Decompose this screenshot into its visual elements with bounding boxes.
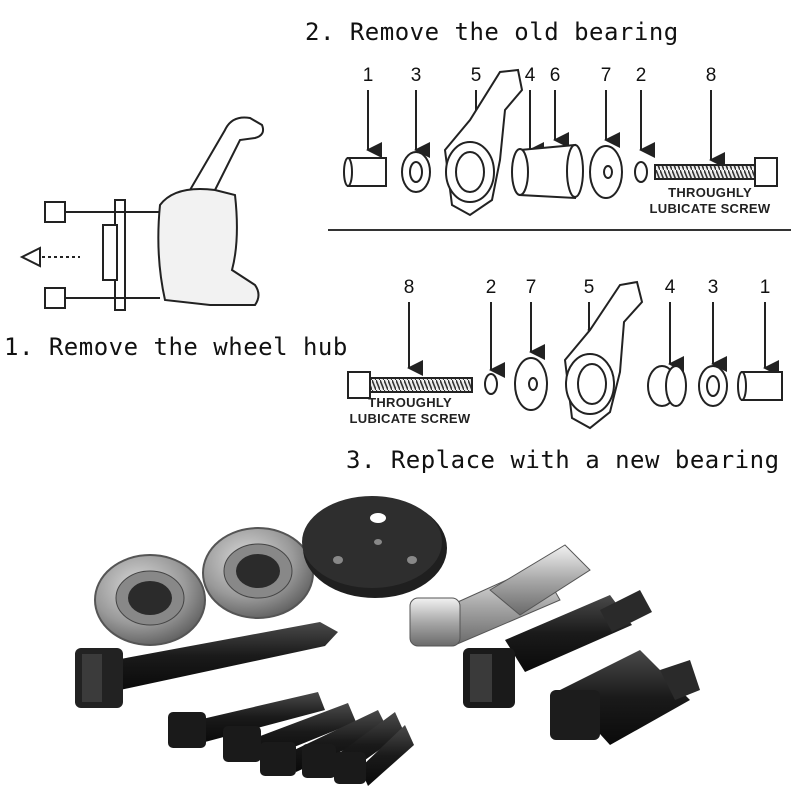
top-label-6: 6 — [549, 65, 561, 86]
long-threaded-rod — [75, 622, 338, 708]
bearing-right — [202, 527, 314, 619]
silver-bolt-assembly — [409, 544, 591, 647]
top-label-1: 1 — [362, 65, 374, 86]
bottom-label-3: 3 — [707, 277, 719, 298]
black-forcing-screw — [463, 590, 652, 708]
top-label-7: 7 — [600, 65, 612, 86]
bottom-label-2: 2 — [485, 277, 497, 298]
puller-plate — [302, 496, 447, 598]
step2-caption: 2. Remove the old bearing — [305, 18, 679, 46]
bottom-screw-note: THROUGHLY LUBICATE SCREW — [340, 395, 480, 427]
top-label-4: 4 — [524, 65, 536, 86]
top-screw-note-line1: THROUGHLY — [668, 185, 752, 200]
top-label-3: 3 — [410, 65, 422, 86]
section-divider — [328, 229, 791, 231]
bottom-label-8: 8 — [403, 277, 415, 298]
step3-caption: 3. Replace with a new bearing — [346, 446, 780, 474]
bearing-left — [94, 554, 206, 646]
top-screw-note-line2: LUBICATE SCREW — [649, 201, 771, 216]
wheel-hub-sketch — [19, 116, 265, 311]
bottom-label-7: 7 — [525, 277, 537, 298]
top-label-8: 8 — [705, 65, 717, 86]
bottom-screw-note-line1: THROUGHLY — [368, 395, 452, 410]
top-label-2: 2 — [635, 65, 647, 86]
bottom-label-4: 4 — [664, 277, 676, 298]
top-label-5: 5 — [470, 65, 482, 86]
bottom-diagram — [347, 280, 783, 430]
step1-caption: 1. Remove the wheel hub — [4, 333, 348, 361]
tool-kit-photo — [75, 496, 700, 786]
black-adapter — [550, 650, 700, 745]
small-bolt-5 — [334, 725, 414, 786]
top-screw-note: THROUGHLY LUBICATE SCREW — [640, 185, 780, 217]
bottom-label-5: 5 — [583, 277, 595, 298]
bottom-screw-note-line2: LUBICATE SCREW — [349, 411, 471, 426]
top-diagram — [343, 68, 778, 217]
bottom-label-1: 1 — [759, 277, 771, 298]
